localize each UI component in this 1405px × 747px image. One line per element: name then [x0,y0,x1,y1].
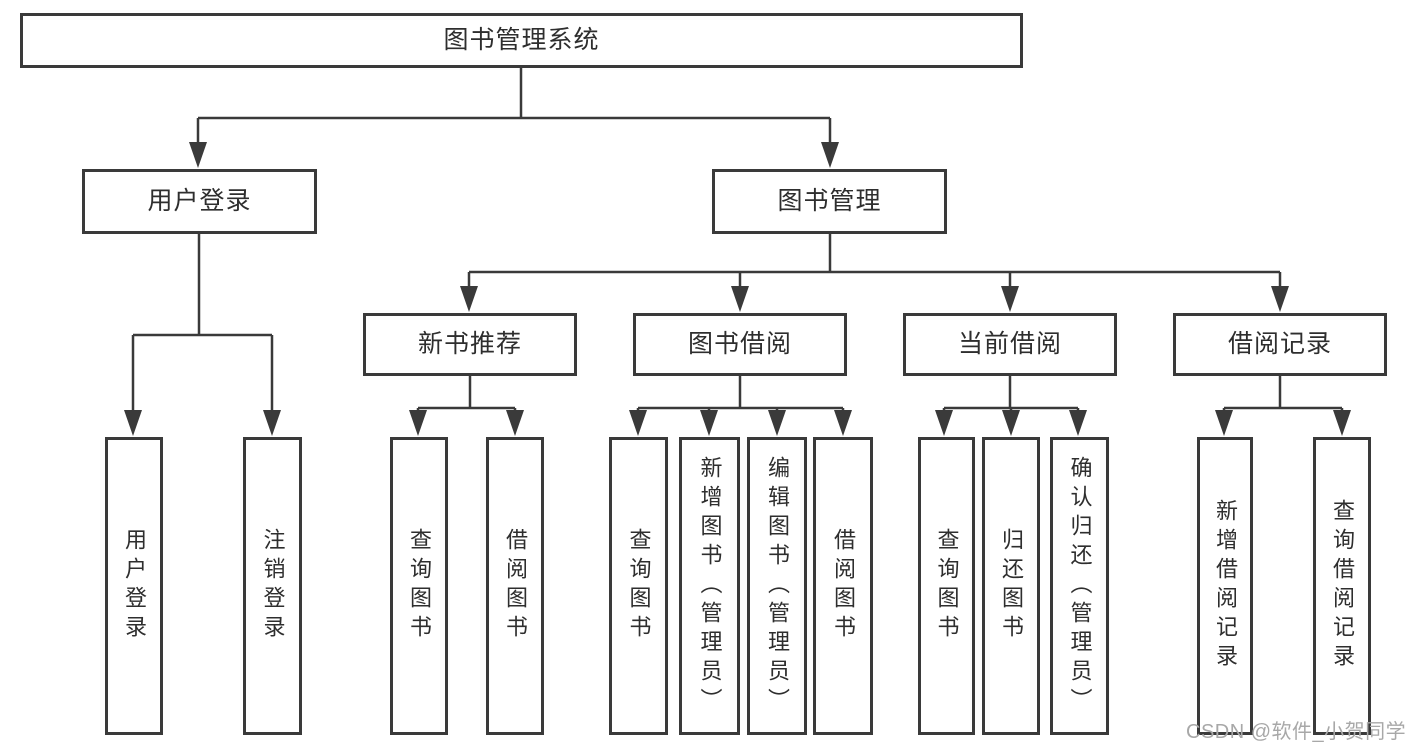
arrowhead [124,410,142,436]
arrowhead [409,410,427,436]
arrowhead [768,410,786,436]
leaf-add-book-admin: 新增图书（管理员） [679,437,740,735]
arrowhead [821,142,839,168]
arrowhead [935,410,953,436]
arrowhead [1069,410,1087,436]
node-borrow-records: 借阅记录 [1173,313,1387,376]
leaf-user-login: 用户登录 [105,437,163,735]
arrowhead [263,410,281,436]
arrowhead [506,410,524,436]
leaf-borrow-books-1: 借阅图书 [486,437,544,735]
leaf-query-books-3: 查询图书 [918,437,975,735]
node-book-borrow: 图书借阅 [633,313,847,376]
leaf-query-borrow-record: 查询借阅记录 [1313,437,1371,735]
node-root: 图书管理系统 [20,13,1023,68]
arrowhead [834,410,852,436]
arrowhead [1001,286,1019,312]
leaf-borrow-books-2: 借阅图书 [813,437,873,735]
leaf-add-borrow-record: 新增借阅记录 [1197,437,1253,735]
leaf-edit-book-admin: 编辑图书（管理员） [747,437,807,735]
arrowhead [731,286,749,312]
arrowhead [629,410,647,436]
node-book-management-branch: 图书管理 [712,169,947,234]
arrowhead [460,286,478,312]
arrowhead [1271,286,1289,312]
connector-arrowheads [124,142,1351,436]
arrowhead [700,410,718,436]
arrowhead [1215,410,1233,436]
leaf-query-books-2: 查询图书 [609,437,668,735]
arrowhead [189,142,207,168]
watermark: CSDN @软件_小贺同学 [1186,721,1405,743]
arrowhead [1333,410,1351,436]
leaf-logout: 注销登录 [243,437,302,735]
leaf-query-books-1: 查询图书 [390,437,448,735]
node-user-login-branch: 用户登录 [82,169,317,234]
arrowhead [1002,410,1020,436]
leaf-return-book: 归还图书 [982,437,1040,735]
node-new-book-recommend: 新书推荐 [363,313,577,376]
leaf-confirm-return-admin: 确认归还（管理员） [1050,437,1109,735]
node-current-borrow: 当前借阅 [903,313,1117,376]
